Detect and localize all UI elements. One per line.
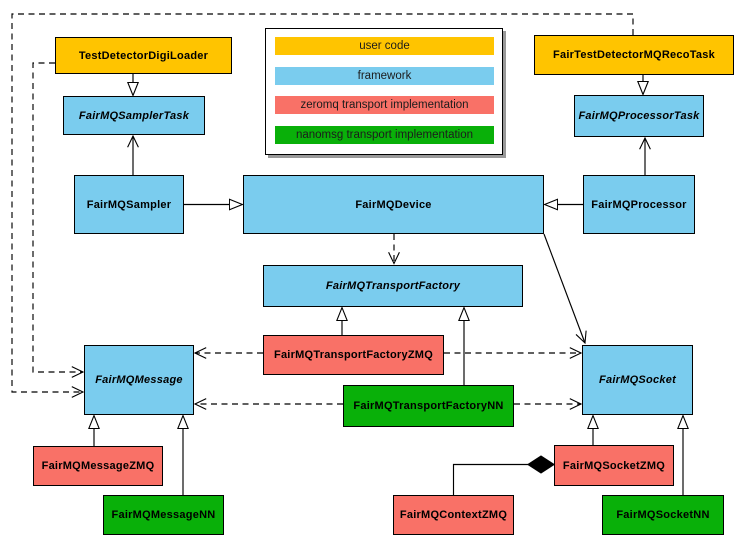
class-box-fairmqtransportfactorynn: FairMQTransportFactoryNN [343, 385, 514, 427]
class-box-fairmqtransportfactory: FairMQTransportFactory [263, 265, 523, 307]
dependency-arrow-recotask-message [11, 13, 634, 398]
class-box-fairmqmessagezmq: FairMQMessageZMQ [33, 446, 163, 486]
legend-label: framework [357, 69, 412, 82]
legend-item-user-code: user code [275, 37, 494, 55]
class-box-testdetectordigiloader: TestDetectorDigiLoader [55, 37, 232, 74]
legend-item-zeromq: zeromq transport implementation [275, 96, 494, 114]
aggregation-diamond [526, 455, 556, 474]
class-box-fairmqprocessor: FairMQProcessor [583, 175, 695, 234]
association-arrow-device-socket [543, 233, 587, 345]
legend-label: user code [359, 40, 410, 52]
legend: user code framework zeromq transport imp… [265, 28, 503, 155]
legend-item-framework: framework [275, 66, 494, 85]
class-box-fairmqtransportfactoryzmq: FairMQTransportFactoryZMQ [263, 335, 444, 375]
dependency-arrow-digiloader-message [32, 62, 85, 378]
class-box-fairmqsocketnn: FairMQSocketNN [602, 495, 724, 535]
aggregation-line-contextzmq-socketzmq [452, 463, 529, 495]
class-box-fairmqsampler: FairMQSampler [74, 175, 184, 234]
class-box-fairmqsocketzmq: FairMQSocketZMQ [554, 445, 674, 486]
class-box-fairmqsocket: FairMQSocket [582, 345, 693, 415]
class-box-fairmqsamplertask: FairMQSamplerTask [63, 96, 205, 135]
class-box-fairtestdetectormqrecotask: FairTestDetectorMQRecoTask [534, 35, 734, 75]
class-box-fairmqmessagenn: FairMQMessageNN [103, 495, 224, 535]
legend-label: zeromq transport implementation [300, 99, 469, 111]
legend-label: nanomsg transport implementation [295, 128, 474, 141]
class-box-fairmqmessage: FairMQMessage [84, 345, 194, 415]
class-box-fairmqdevice: FairMQDevice [243, 175, 544, 234]
class-box-fairmqprocessortask: FairMQProcessorTask [574, 95, 704, 137]
legend-item-nanomsg: nanomsg transport implementation [275, 125, 494, 144]
class-box-fairmqcontextzmq: FairMQContextZMQ [393, 495, 514, 535]
